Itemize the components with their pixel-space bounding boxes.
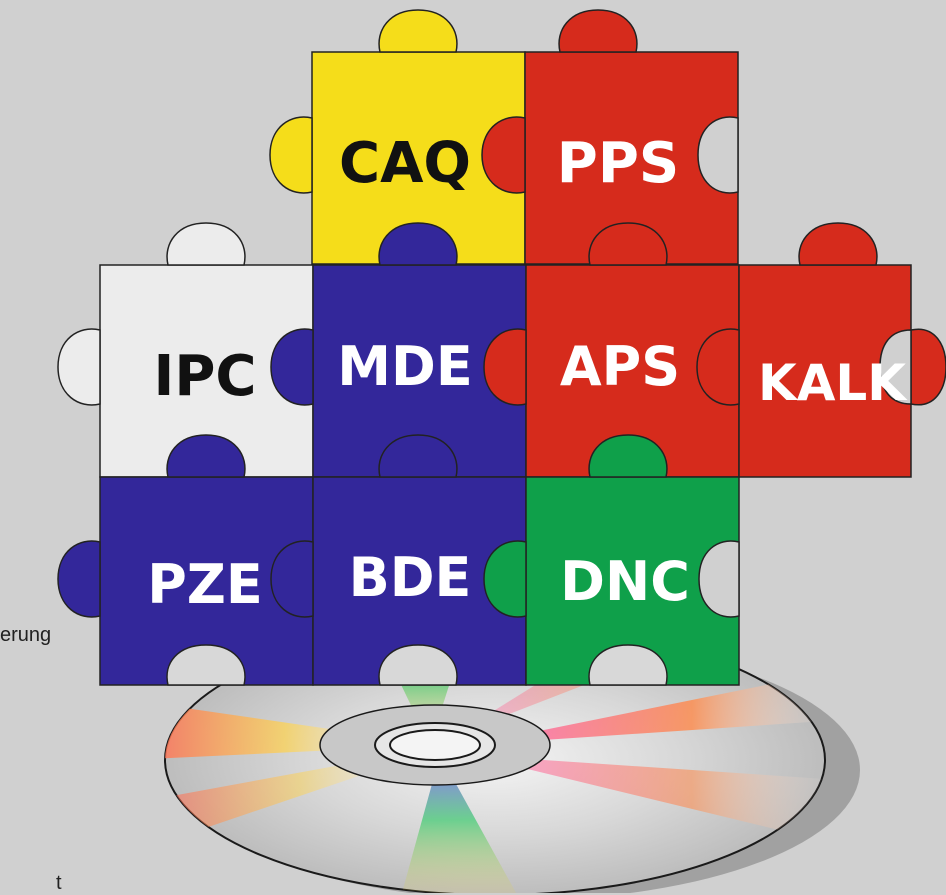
piece-label-pps: PPS	[557, 131, 679, 196]
cd-disc	[164, 624, 860, 893]
cropped-text-left: erung	[0, 624, 52, 646]
piece-label-dnc: DNC	[560, 550, 690, 613]
cd-center-hole	[389, 729, 481, 761]
puzzle-piece-kalk: KALK	[696, 222, 946, 478]
piece-label-kalk: KALK	[758, 354, 908, 412]
dnc-bottom-notch	[588, 644, 668, 686]
piece-label-pze: PZE	[147, 553, 263, 616]
puzzle-piece-bde: BDE	[270, 434, 527, 686]
piece-label-bde: BDE	[349, 546, 472, 609]
cropped-text-bottom: t	[56, 872, 62, 894]
piece-label-aps: APS	[560, 335, 680, 398]
pze-bottom-notch	[166, 644, 246, 686]
piece-label-mde: MDE	[337, 335, 472, 398]
bde-bottom-notch	[378, 644, 458, 686]
piece-label-ipc: IPC	[154, 344, 257, 409]
puzzle-piece-pps: PPS	[481, 9, 739, 265]
piece-label-caq: CAQ	[339, 131, 471, 196]
